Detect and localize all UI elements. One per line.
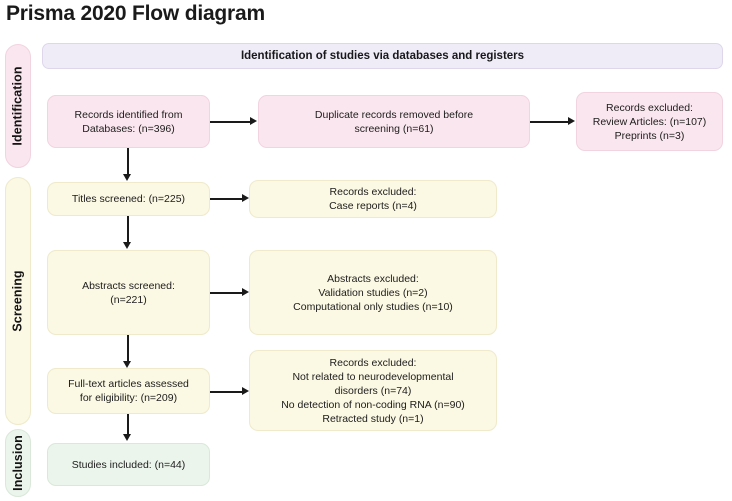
node-fulltext-assessed-line-1: Full-text articles assessed	[68, 378, 189, 390]
stage-label-screening: Screening	[5, 177, 31, 425]
arrowhead-fulltext-to-included	[123, 434, 131, 441]
stage-label-screening-text: Screening	[11, 270, 25, 332]
connector-abstracts-to-excluded	[210, 292, 244, 294]
connector-identified-to-duplicates	[210, 121, 252, 123]
stage-label-identification-text: Identification	[11, 66, 25, 146]
arrowhead-titles-to-excluded	[242, 194, 249, 202]
arrowhead-titles-to-abstracts	[123, 242, 131, 249]
node-titles-screened-line-1: Titles screened: (n=225)	[71, 193, 186, 205]
page-title: Prisma 2020 Flow diagram	[6, 2, 265, 25]
node-fulltext-assessed: Full-text articles assessed for eligibil…	[47, 368, 210, 414]
connector-titles-to-excluded	[210, 198, 244, 200]
node-records-excluded-fulltext-line-5: Retracted study (n=1)	[322, 412, 424, 425]
identification-banner-label: Identification of studies via databases …	[240, 50, 525, 62]
arrowhead-abstracts-to-fulltext	[123, 361, 131, 368]
node-abstracts-screened: Abstracts screened: (n=221)	[47, 250, 210, 335]
connector-identified-to-titles	[127, 148, 129, 177]
node-abstracts-excluded: Abstracts excluded: Validation studies (…	[249, 250, 497, 335]
connector-titles-to-abstracts	[127, 216, 129, 245]
stage-label-inclusion-text: Inclusion	[11, 435, 26, 491]
node-abstracts-screened-line-2: (n=221)	[110, 293, 147, 306]
arrowhead-abstracts-to-excluded	[242, 288, 249, 296]
node-records-excluded-identification-line-1: Records excluded:	[606, 101, 693, 114]
node-records-excluded-identification-line-2: Review Articles: (n=107)	[592, 115, 707, 128]
node-records-excluded-fulltext-line-4: No detection of non-coding RNA (n=90)	[281, 398, 465, 411]
node-records-excluded-fulltext: Records excluded: Not related to neurode…	[249, 350, 497, 431]
identification-banner: Identification of studies via databases …	[42, 43, 723, 69]
node-studies-included-line-1: Studies included: (n=44)	[71, 458, 186, 471]
node-records-excluded-identification: Records excluded: Review Articles: (n=10…	[576, 92, 723, 151]
node-duplicates-removed-line-2: screening (n=61)	[354, 122, 434, 135]
node-records-excluded-titles-line-1: Records excluded:	[329, 186, 417, 198]
node-titles-screened: Titles screened: (n=225)	[47, 182, 210, 216]
node-records-excluded-fulltext-line-3: disorders (n=74)	[334, 384, 412, 397]
connector-fulltext-to-excluded	[210, 391, 244, 393]
stage-label-identification: Identification	[5, 44, 31, 168]
connector-duplicates-to-excluded	[530, 121, 570, 123]
node-records-excluded-titles: Records excluded: Case reports (n=4)	[249, 180, 497, 218]
node-records-identified: Records identified from Databases: (n=39…	[47, 95, 210, 148]
stage-label-inclusion: Inclusion	[5, 429, 31, 497]
node-duplicates-removed: Duplicate records removed before screeni…	[258, 95, 530, 148]
node-abstracts-excluded-line-2: Validation studies (n=2)	[318, 286, 428, 299]
node-records-identified-line-2: Databases: (n=396)	[82, 122, 175, 135]
node-records-identified-line-1: Records identified from	[74, 108, 183, 121]
node-fulltext-assessed-line-2: for eligibility: (n=209)	[79, 392, 178, 404]
arrowhead-identified-to-duplicates	[250, 117, 257, 125]
node-duplicates-removed-line-1: Duplicate records removed before	[314, 108, 474, 121]
node-records-excluded-fulltext-line-2: Not related to neurodevelopmental	[292, 370, 454, 383]
node-records-excluded-titles-line-2: Case reports (n=4)	[329, 200, 417, 212]
node-studies-included: Studies included: (n=44)	[47, 443, 210, 486]
node-records-excluded-identification-line-3: Preprints (n=3)	[614, 129, 685, 142]
node-records-excluded-fulltext-line-1: Records excluded:	[329, 356, 417, 369]
arrowhead-fulltext-to-excluded	[242, 387, 249, 395]
connector-fulltext-to-included	[127, 414, 129, 437]
connector-abstracts-to-fulltext	[127, 335, 129, 364]
node-abstracts-excluded-line-3: Computational only studies (n=10)	[293, 300, 453, 313]
arrowhead-duplicates-to-excluded	[568, 117, 575, 125]
arrowhead-identified-to-titles	[123, 174, 131, 181]
node-abstracts-screened-line-1: Abstracts screened:	[82, 279, 175, 292]
node-abstracts-excluded-line-1: Abstracts excluded:	[327, 272, 419, 285]
